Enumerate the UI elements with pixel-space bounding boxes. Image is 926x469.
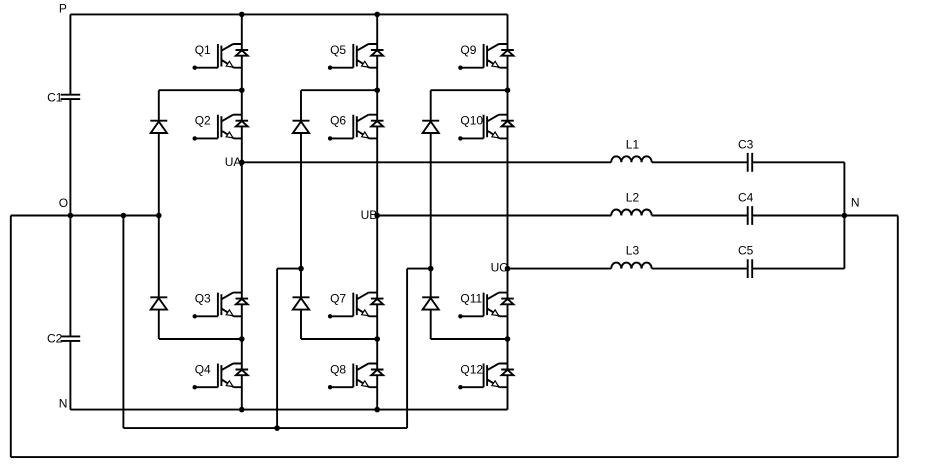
svg-text:Q2: Q2 [195,114,211,128]
svg-text:C3: C3 [738,137,754,151]
svg-text:UB: UB [361,208,378,222]
svg-text:Q9: Q9 [460,43,476,57]
svg-text:C4: C4 [738,191,754,205]
svg-text:N: N [851,196,860,210]
svg-text:C2: C2 [47,331,63,345]
svg-text:L1: L1 [626,137,640,151]
svg-text:C1: C1 [47,90,63,104]
svg-text:Q8: Q8 [330,363,346,377]
svg-text:Q4: Q4 [195,363,211,377]
svg-text:Q5: Q5 [330,43,346,57]
svg-text:N: N [59,396,68,410]
svg-text:O: O [59,196,68,210]
svg-text:Q1: Q1 [195,43,211,57]
svg-text:Q11: Q11 [460,292,482,306]
svg-text:Q6: Q6 [330,114,346,128]
svg-text:Q12: Q12 [460,363,483,377]
svg-text:Q3: Q3 [195,292,211,306]
svg-text:L2: L2 [626,191,640,205]
svg-text:L3: L3 [626,244,640,258]
svg-text:UA: UA [225,155,242,169]
svg-text:Q10: Q10 [460,114,483,128]
svg-text:C5: C5 [738,244,754,258]
svg-text:UC: UC [491,260,509,274]
svg-text:P: P [59,1,67,15]
svg-text:Q7: Q7 [330,292,346,306]
